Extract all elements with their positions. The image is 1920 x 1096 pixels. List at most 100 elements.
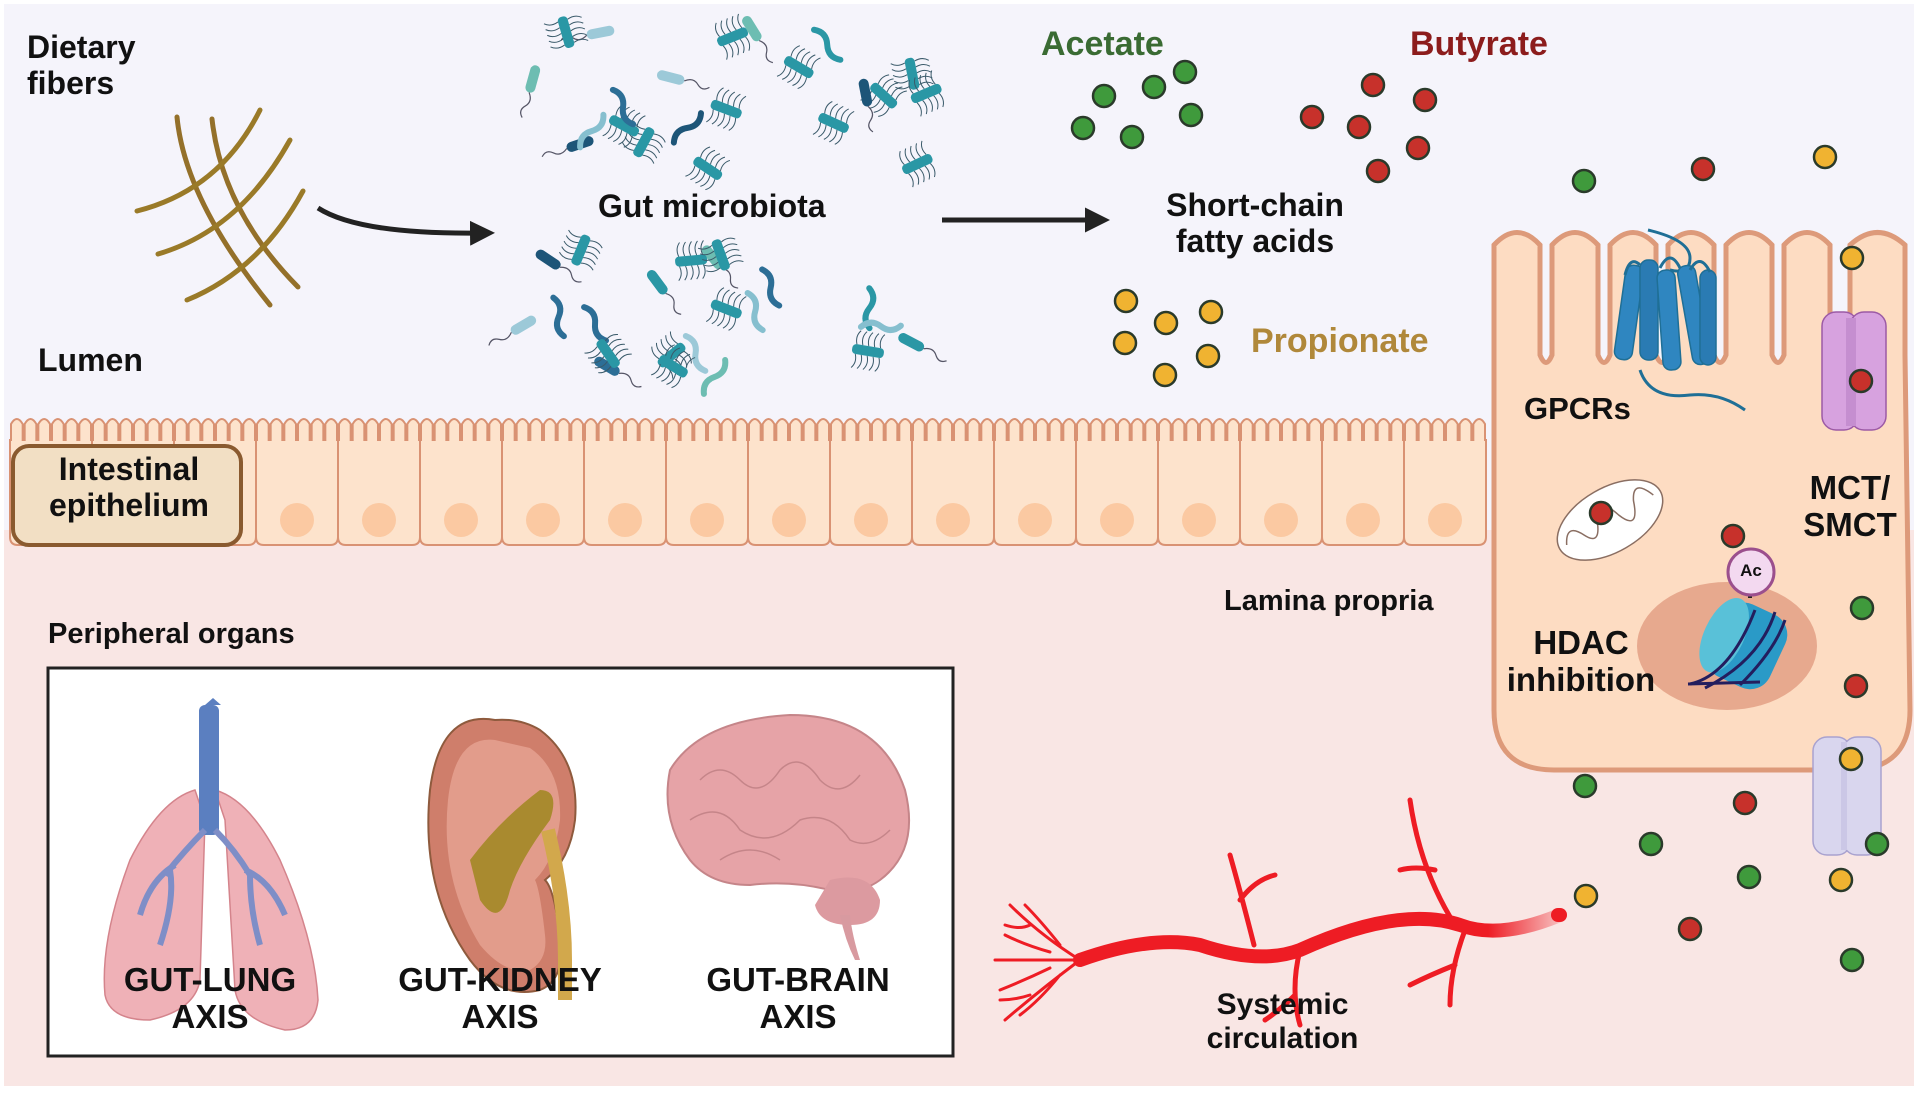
cell-nucleus <box>608 503 642 537</box>
pilus <box>715 22 728 60</box>
pilus <box>904 148 920 185</box>
smct-line: SMCT <box>1803 505 1897 543</box>
propionate-molecule <box>1573 883 1599 909</box>
bacterium-icon <box>700 356 729 397</box>
cell-nucleus <box>1100 503 1134 537</box>
bacterium-icon <box>697 237 744 273</box>
gut-lung-axis-label: GUT-LUNG AXIS <box>100 961 320 1036</box>
pilus <box>720 20 734 58</box>
pilus <box>550 38 589 49</box>
bacterium-icon <box>543 15 589 49</box>
pilus <box>915 143 931 180</box>
bacterium-icon <box>584 333 632 374</box>
acetate-molecule <box>1864 831 1890 857</box>
pilus <box>919 75 933 112</box>
pilus <box>561 246 596 265</box>
pilus <box>731 16 745 54</box>
bacterium-body <box>858 78 873 107</box>
propionate-molecule <box>1112 330 1138 356</box>
bacterium-body <box>596 339 620 368</box>
butyrate-molecule <box>1588 500 1614 526</box>
dietary-fibers-line2: fibers <box>27 64 115 101</box>
lamina-propria-label: Lamina propria <box>1224 585 1434 617</box>
pilus <box>559 251 594 271</box>
bacterium-icon <box>581 304 610 344</box>
systemic-line2: circulation <box>1206 1021 1359 1055</box>
epithelial-cell <box>419 418 503 546</box>
pilus <box>598 353 632 374</box>
bacterium-icon <box>812 101 855 145</box>
pilus <box>792 54 816 86</box>
acetate-molecule <box>1119 124 1145 150</box>
bacterium-icon <box>670 110 704 146</box>
bacterium-body <box>870 82 898 109</box>
pilus <box>914 77 928 115</box>
bacterium-body <box>693 156 723 180</box>
bacterium-icon <box>488 315 537 346</box>
bacterium-body <box>571 234 591 266</box>
pilus <box>925 72 939 110</box>
epithelial-cell <box>911 418 995 546</box>
pilus <box>899 150 914 188</box>
pilus <box>548 32 587 43</box>
butyrate-molecule <box>1690 156 1716 182</box>
pilus <box>666 353 691 385</box>
epithelial-cell <box>501 418 585 546</box>
acetate-molecule <box>1178 102 1204 128</box>
spirillum-body <box>682 332 709 374</box>
kidney-icon <box>427 717 577 1000</box>
bacterium-body <box>557 16 575 48</box>
acetate-molecule <box>1172 59 1198 85</box>
gut-lung-line2: AXIS <box>171 997 249 1035</box>
pilus <box>862 332 874 370</box>
bacterium-icon <box>520 65 541 118</box>
bacterium-body <box>633 127 655 158</box>
propionate-molecule <box>1839 245 1865 271</box>
pilus <box>930 70 944 108</box>
bacterium-body <box>902 154 933 175</box>
pilus <box>878 90 907 117</box>
acetate-molecule <box>1638 831 1664 857</box>
butyrate-molecule <box>1405 135 1431 161</box>
pilus <box>737 13 751 51</box>
pilus <box>671 357 696 389</box>
pilus <box>868 333 880 371</box>
flagellum <box>541 148 568 158</box>
bacterium-icon <box>742 15 774 64</box>
butyrate-molecule <box>1360 72 1386 98</box>
bacterium-body <box>910 83 942 104</box>
pilus <box>787 51 811 83</box>
pilus <box>823 106 844 140</box>
cell-nucleus <box>526 503 560 537</box>
pilus <box>682 241 688 281</box>
acetate-molecule <box>1091 83 1117 109</box>
pilus <box>547 27 586 38</box>
pilus <box>623 115 646 148</box>
pilus <box>908 79 922 117</box>
pilus <box>594 348 629 369</box>
bacterium-body <box>535 249 561 270</box>
mct-smct-label: MCT/ SMCT <box>1795 469 1905 544</box>
pilus <box>812 101 833 135</box>
epithelial-cell <box>337 418 421 546</box>
bacterium-body <box>711 239 730 271</box>
propionate-molecule <box>1153 310 1179 336</box>
spirillum-body <box>581 304 610 344</box>
gut-microbiota-cluster <box>488 13 947 397</box>
arrow-fibers-to-microbiota <box>316 205 495 246</box>
pilus <box>728 296 747 331</box>
intestinal-epithelium-label: Intestinal epithelium <box>13 451 245 524</box>
pilus <box>706 87 724 123</box>
bacterium-icon <box>898 333 947 363</box>
propionate-molecule <box>1195 343 1221 369</box>
pilus <box>700 156 726 187</box>
bacterium-body <box>783 56 814 79</box>
spirillum-body <box>811 26 844 63</box>
cell-nucleus <box>1346 503 1380 537</box>
propionate-molecule <box>1838 746 1864 772</box>
pilus <box>705 159 731 191</box>
bacterium-body <box>525 65 541 93</box>
spirillum-body <box>700 356 729 397</box>
gut-kidney-line1: GUT-KIDNEY <box>398 961 602 998</box>
